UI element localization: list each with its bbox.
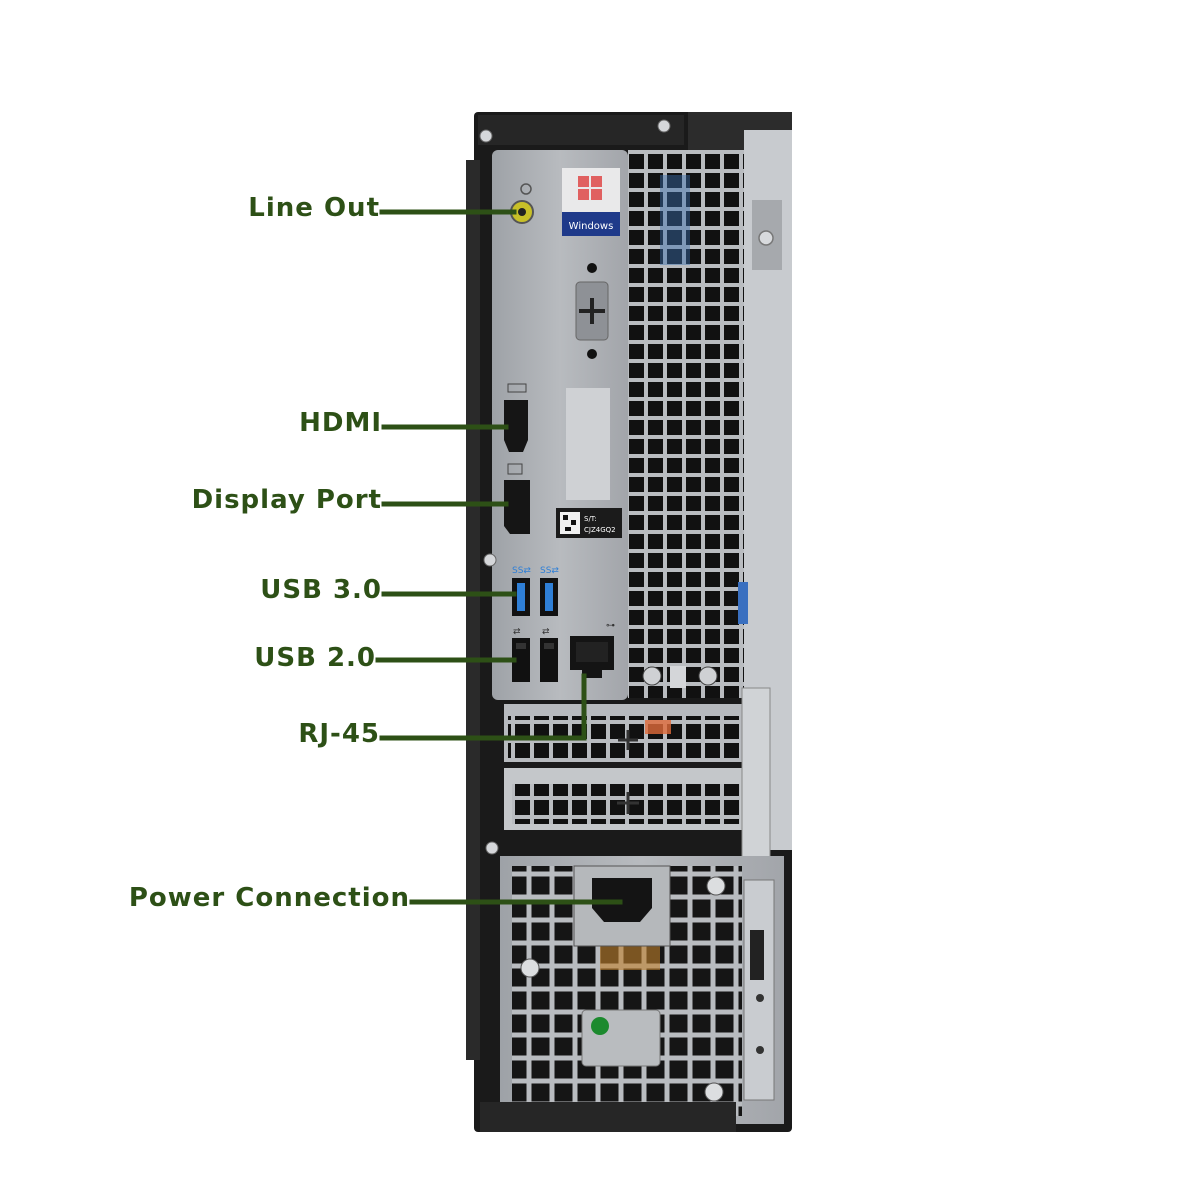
psu-test-panel	[581, 1009, 661, 1067]
hdmi-port	[504, 400, 528, 452]
expansion-retainer	[741, 687, 771, 859]
network-icon: ⊶	[606, 621, 615, 631]
screw-icon	[485, 841, 499, 855]
displayport-port	[504, 480, 530, 534]
service-tag-value: CJZ4GQ2	[584, 526, 616, 534]
callout-label-line-out: Line Out	[248, 193, 380, 223]
screw-icon	[483, 553, 497, 567]
psu-status-led	[591, 1017, 609, 1035]
windows-badge: Windows	[562, 168, 620, 236]
service-tag-sticker: S/T: CJZ4GQ2	[556, 508, 622, 538]
screw-icon	[704, 1082, 724, 1102]
headphone-icon	[520, 183, 532, 195]
callout-label-usb-3: USB 3.0	[260, 575, 382, 605]
vent-blue-cables	[660, 175, 690, 265]
usb-icon: ⇄	[542, 627, 550, 637]
serial-sticker-blank	[566, 388, 610, 500]
displayport-icon	[507, 463, 523, 475]
callout-label-usb-2: USB 2.0	[254, 643, 376, 673]
chassis-left-edge	[466, 160, 480, 1060]
side-latch	[738, 582, 748, 624]
callout-label-hdmi: HDMI	[299, 408, 382, 438]
windows-logo-icon	[578, 176, 602, 200]
screw-icon	[520, 958, 540, 978]
usb-ss-icon: SS⇄	[512, 566, 531, 576]
screw-icon	[758, 230, 774, 246]
usb-ss-icon: SS⇄	[540, 566, 559, 576]
leader-rj45	[379, 673, 587, 741]
lock-hole	[587, 263, 597, 273]
screw-icon	[657, 119, 671, 133]
screw-icon	[479, 129, 493, 143]
lock-hole	[587, 349, 597, 359]
indicator-led	[698, 666, 718, 686]
leader-lines	[375, 209, 623, 905]
callout-label-rj-45: RJ-45	[298, 719, 380, 749]
os-badge-text: Windows	[569, 221, 614, 232]
usb-icon: ⇄	[513, 627, 521, 637]
callout-label-display-port: Display Port	[191, 485, 382, 515]
psu-side-bracket	[743, 879, 775, 1101]
hdmi-icon	[507, 383, 527, 393]
bottom-bracket	[480, 1102, 736, 1132]
indicator-led	[642, 666, 662, 686]
screw-icon	[706, 876, 726, 896]
service-tag-label: S/T:	[584, 515, 597, 523]
vent-grid	[628, 150, 744, 698]
top-bracket	[478, 115, 684, 145]
callout-label-power-connection: Power Connection	[128, 883, 410, 913]
